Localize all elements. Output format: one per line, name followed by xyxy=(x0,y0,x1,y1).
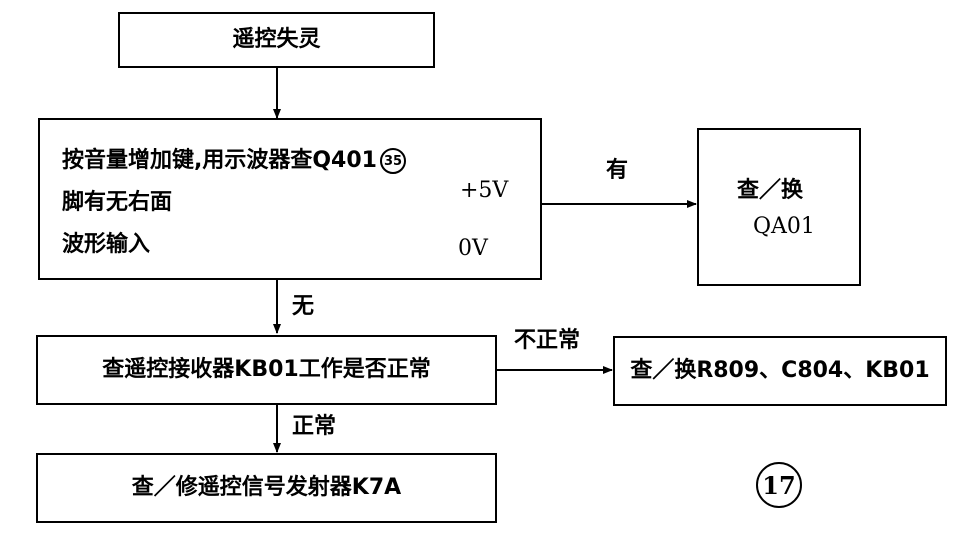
edge-label-abnormal: 不正常 xyxy=(514,328,581,353)
check-qa01-line2: QA01 xyxy=(753,214,815,239)
high-level-label: +5V xyxy=(460,178,509,203)
step1-line2: 脚有无右面 xyxy=(62,190,173,215)
replace-parts-label: 查／换R809、C804、KB01 xyxy=(630,358,930,383)
edge-label-no: 无 xyxy=(292,294,315,319)
edge-label-yes: 有 xyxy=(606,158,629,183)
replace-parts-box: 查／换R809、C804、KB01 xyxy=(613,336,947,406)
pin-number-badge: 35 xyxy=(379,148,406,174)
check-qa01-box: 查／换 QA01 xyxy=(697,128,861,286)
check-qa01-line1: 查／换 xyxy=(737,178,804,203)
edge-label-normal: 正常 xyxy=(292,414,337,439)
step1-line1-text: 按音量增加键,用示波器查Q401 xyxy=(62,148,377,173)
step2-label: 查遥控接收器KB01工作是否正常 xyxy=(102,357,431,382)
low-level-label: 0V xyxy=(458,236,488,261)
step2-box: 查遥控接收器KB01工作是否正常 xyxy=(36,335,497,405)
start-box: 遥控失灵 xyxy=(118,12,435,68)
start-label: 遥控失灵 xyxy=(232,27,321,52)
figure-number-badge: 17 xyxy=(756,462,802,508)
step3-box: 查／修遥控信号发射器K7A xyxy=(36,453,497,523)
step3-label: 查／修遥控信号发射器K7A xyxy=(131,475,402,500)
step1-line3: 波形输入 xyxy=(62,232,151,257)
